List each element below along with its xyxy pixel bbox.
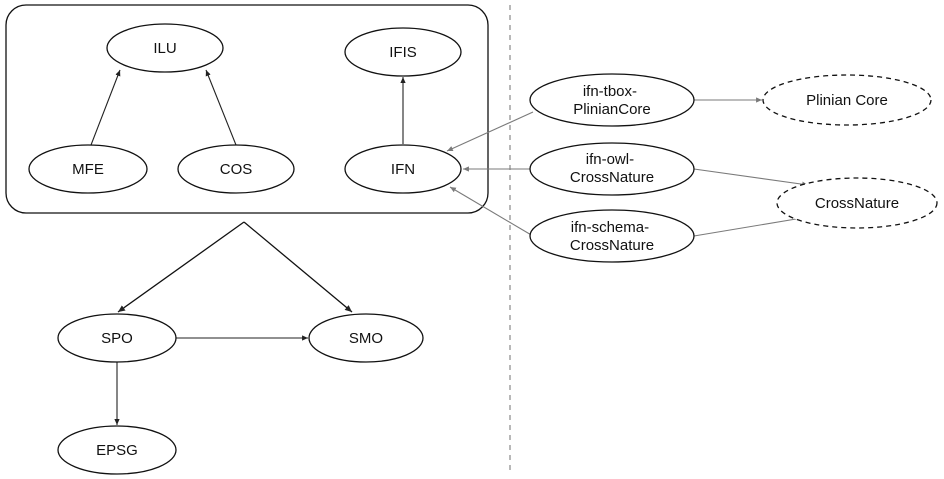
edge-group-smo [243,221,353,313]
node-plinian-core-label: Plinian Core [806,92,888,109]
node-smo-label: SMO [349,330,383,347]
node-ifn-schema-crossnature-label: ifn-schema- CrossNature [570,219,654,254]
node-ifn-tbox-plinian-line2: PlinianCore [573,101,651,118]
edge-schema-crossnature [693,215,809,237]
edge-cos-ilu [205,69,237,146]
node-ifn-schema-crossnature-line1: ifn-schema- [571,219,649,236]
edge-schema-ifn [449,186,534,237]
edge-tbox-ifn [446,111,534,152]
node-ifn-owl-crossnature-line1: ifn-owl- [586,151,634,168]
node-crossnature[interactable]: CrossNature [776,177,938,229]
edge-mfe-ilu [90,69,121,146]
node-cos[interactable]: COS [177,144,295,194]
node-ifn-tbox-plinian-line1: ifn-tbox- [583,83,637,100]
node-spo[interactable]: SPO [57,313,177,363]
node-ifn-owl-crossnature[interactable]: ifn-owl- CrossNature [529,142,695,196]
node-ifn-schema-crossnature[interactable]: ifn-schema- CrossNature [529,209,695,263]
node-epsg[interactable]: EPSG [57,425,177,475]
node-spo-label: SPO [101,330,133,347]
node-smo[interactable]: SMO [308,313,424,363]
node-ifis-label: IFIS [389,44,417,61]
edge-owl-crossnature [693,168,809,187]
node-epsg-label: EPSG [96,442,138,459]
node-ifn-tbox-plinian-label: ifn-tbox- PlinianCore [573,83,651,118]
ontology-group-box [5,4,489,214]
node-ifn-schema-crossnature-line2: CrossNature [570,237,654,254]
node-ilu-label: ILU [153,40,176,57]
node-ifn-tbox-plinian[interactable]: ifn-tbox- PlinianCore [529,73,695,127]
node-ifn[interactable]: IFN [344,144,462,194]
node-mfe-label: MFE [72,161,104,178]
node-ilu[interactable]: ILU [106,23,224,73]
node-cos-label: COS [220,161,253,178]
edge-group-spo [117,221,245,313]
node-crossnature-label: CrossNature [815,195,899,212]
node-mfe[interactable]: MFE [28,144,148,194]
node-ifn-owl-crossnature-label: ifn-owl- CrossNature [570,151,654,186]
node-plinian-core[interactable]: Plinian Core [762,74,932,126]
node-ifn-owl-crossnature-line2: CrossNature [570,169,654,186]
node-ifn-label: IFN [391,161,415,178]
node-ifis[interactable]: IFIS [344,27,462,77]
